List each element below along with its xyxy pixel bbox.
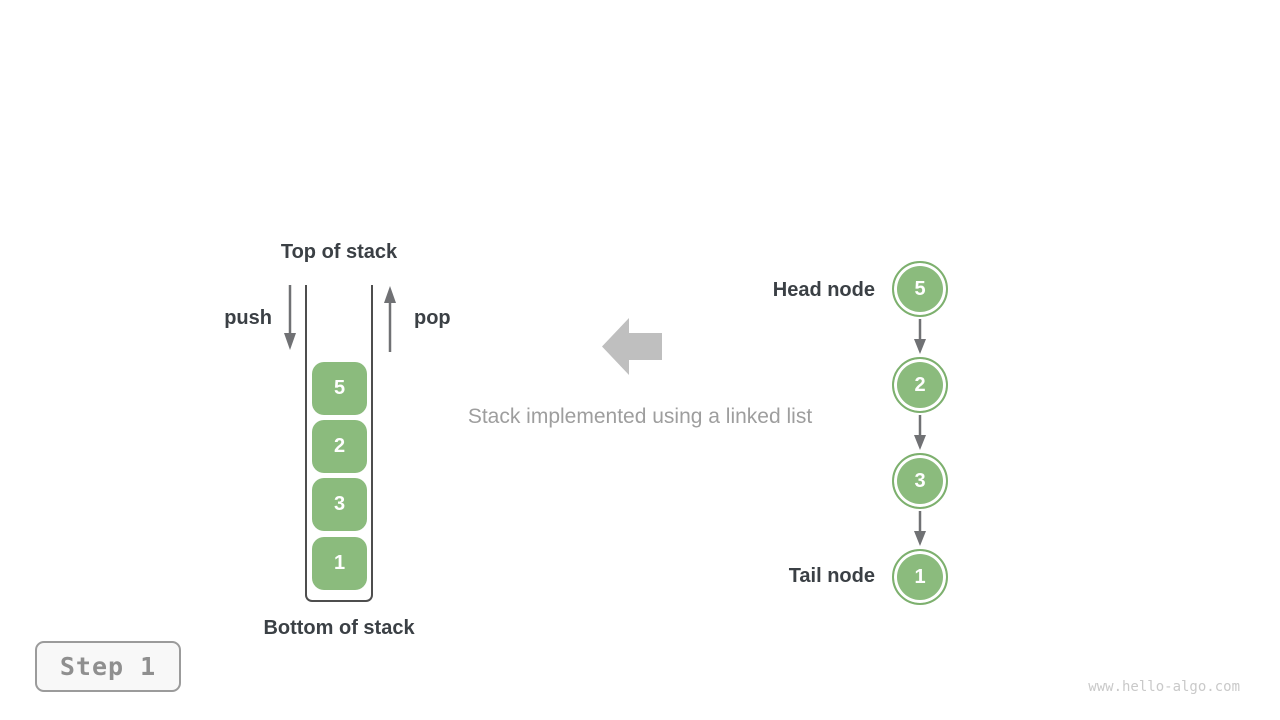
stack-item: 3: [312, 478, 367, 531]
top-of-stack-label: Top of stack: [280, 241, 398, 263]
node-link-arrow-icon: [914, 511, 926, 546]
linked-list-node: 5: [892, 261, 948, 317]
stack-item: 5: [312, 362, 367, 415]
stack-item: 2: [312, 420, 367, 473]
linked-list-node: 2: [892, 357, 948, 413]
caption-text: Stack implemented using a linked list: [467, 405, 813, 428]
node-link-arrow-icon: [914, 319, 926, 354]
head-node-label: Head node: [772, 279, 875, 301]
push-label: push: [224, 307, 272, 329]
pop-up-arrow-icon: [384, 286, 396, 352]
pop-label: pop: [414, 307, 451, 329]
watermark-text: www.hello-algo.com: [1088, 679, 1240, 695]
linked-list-node: 3: [892, 453, 948, 509]
step-badge: Step 1: [35, 641, 181, 692]
linked-list-node: 1: [892, 549, 948, 605]
node-link-arrow-icon: [914, 415, 926, 450]
bottom-of-stack-label: Bottom of stack: [263, 617, 415, 639]
tail-node-label: Tail node: [788, 565, 875, 587]
stack-item: 1: [312, 537, 367, 590]
push-down-arrow-icon: [284, 285, 296, 350]
left-block-arrow-icon: [602, 318, 662, 375]
stack-container: [305, 285, 373, 602]
